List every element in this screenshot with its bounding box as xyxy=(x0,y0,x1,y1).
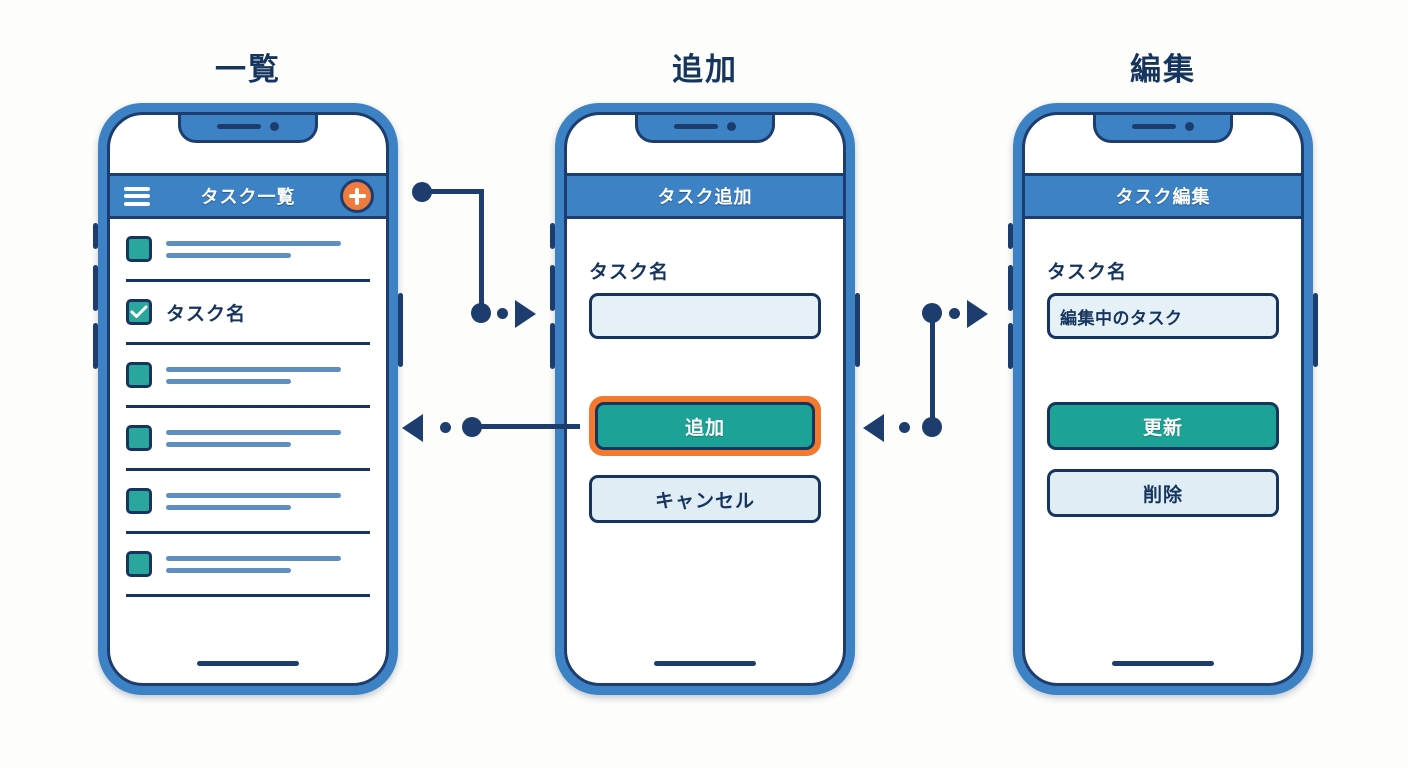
phone-edit: タスク編集 タスク名 編集中のタスク 更新 削除 xyxy=(1008,103,1318,695)
speaker-icon xyxy=(674,124,718,129)
add-button-highlight-ring: 追加 xyxy=(589,396,821,456)
phone-notch xyxy=(635,115,775,143)
caption-list: 一覧 xyxy=(215,52,281,87)
home-indicator xyxy=(1112,661,1214,666)
home-indicator xyxy=(197,661,299,666)
row-placeholder-lines xyxy=(166,240,370,258)
caption-add: 追加 xyxy=(672,52,738,87)
checkbox-checked-icon[interactable] xyxy=(126,299,152,325)
power-button[interactable] xyxy=(398,293,403,367)
phone-add: タスク追加 タスク名 追加 キャンセル xyxy=(550,103,860,695)
appbar-title-list: タスク一覧 xyxy=(200,187,296,207)
delete-button[interactable]: 削除 xyxy=(1047,469,1279,517)
home-indicator xyxy=(654,661,756,666)
arrow-left-icon xyxy=(402,414,423,442)
mute-switch-button[interactable] xyxy=(550,223,555,249)
power-button[interactable] xyxy=(1313,293,1318,367)
volume-up-button[interactable] xyxy=(550,265,555,311)
power-button[interactable] xyxy=(855,293,860,367)
list-item[interactable]: タスク名 xyxy=(126,282,370,345)
phone-screen-add: タスク追加 タスク名 追加 キャンセル xyxy=(564,112,846,686)
appbar-edit: タスク編集 xyxy=(1025,173,1301,219)
list-item[interactable] xyxy=(126,345,370,408)
task-name-input[interactable]: 編集中のタスク xyxy=(1047,293,1279,339)
task-name-label: タスク名 xyxy=(1047,262,1128,283)
list-item[interactable] xyxy=(126,471,370,534)
speaker-icon xyxy=(1132,124,1176,129)
volume-down-button[interactable] xyxy=(93,323,98,369)
list-item[interactable] xyxy=(126,534,370,597)
volume-down-button[interactable] xyxy=(550,323,555,369)
task-name-input[interactable] xyxy=(589,293,821,339)
volume-up-button[interactable] xyxy=(93,265,98,311)
checkbox-unchecked-icon[interactable] xyxy=(126,362,152,388)
arrow-left-icon xyxy=(863,414,884,442)
volume-down-button[interactable] xyxy=(1008,323,1013,369)
row-placeholder-lines xyxy=(166,366,370,384)
appbar-title-edit: タスク編集 xyxy=(1115,187,1211,207)
checkbox-unchecked-icon[interactable] xyxy=(126,488,152,514)
list-item[interactable] xyxy=(126,408,370,471)
appbar-add: タスク追加 xyxy=(567,173,843,219)
caption-edit: 編集 xyxy=(1130,52,1196,87)
speaker-icon xyxy=(217,124,261,129)
add-task-form: タスク名 追加 キャンセル xyxy=(567,219,843,683)
camera-icon xyxy=(1185,122,1194,131)
phone-screen-edit: タスク編集 タスク名 編集中のタスク 更新 削除 xyxy=(1022,112,1304,686)
arrow-right-icon xyxy=(967,300,988,328)
camera-icon xyxy=(727,122,736,131)
task-name-label: タスク名 xyxy=(589,262,670,283)
row-placeholder-lines xyxy=(166,429,370,447)
phone-notch xyxy=(1093,115,1233,143)
phone-screen-list: タスク一覧 xyxy=(107,112,389,686)
update-button[interactable]: 更新 xyxy=(1047,402,1279,450)
list-item[interactable] xyxy=(126,219,370,282)
phone-notch xyxy=(178,115,318,143)
camera-icon xyxy=(270,122,279,131)
edit-task-form: タスク名 編集中のタスク 更新 削除 xyxy=(1025,219,1301,683)
mute-switch-button[interactable] xyxy=(1008,223,1013,249)
volume-up-button[interactable] xyxy=(1008,265,1013,311)
hamburger-menu-icon[interactable] xyxy=(124,186,150,206)
add-button[interactable]: 追加 xyxy=(595,402,815,450)
appbar-list: タスク一覧 xyxy=(110,173,386,219)
task-list: タスク名 xyxy=(110,219,386,683)
list-item-label: タスク名 xyxy=(166,303,247,325)
phone-list: タスク一覧 xyxy=(93,103,403,695)
plus-circle-icon[interactable] xyxy=(340,179,374,213)
mute-switch-button[interactable] xyxy=(93,223,98,249)
checkbox-unchecked-icon[interactable] xyxy=(126,551,152,577)
cancel-button[interactable]: キャンセル xyxy=(589,475,821,523)
appbar-title-add: タスク追加 xyxy=(657,187,753,207)
row-placeholder-lines xyxy=(166,555,370,573)
checkbox-unchecked-icon[interactable] xyxy=(126,425,152,451)
arrow-right-icon xyxy=(515,300,536,328)
checkbox-unchecked-icon[interactable] xyxy=(126,236,152,262)
row-placeholder-lines xyxy=(166,492,370,510)
